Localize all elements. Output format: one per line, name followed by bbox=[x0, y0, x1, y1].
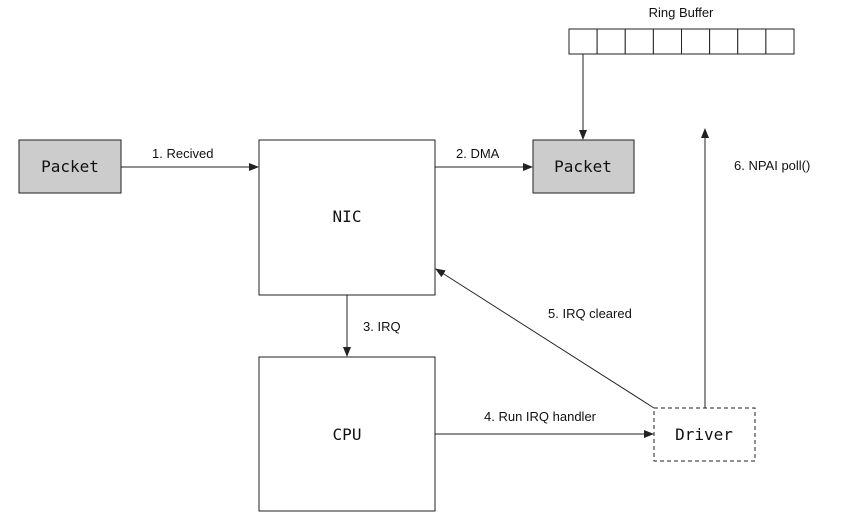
ring-buffer-slot bbox=[765, 28, 795, 55]
driver-label: Driver bbox=[675, 425, 733, 444]
ring-buffer-slot bbox=[681, 28, 711, 55]
ring-buffer-slot bbox=[737, 28, 767, 55]
edge-irq-cleared bbox=[435, 268, 655, 409]
edge-irq-label: 3. IRQ bbox=[363, 319, 401, 334]
edge-run-handler-label: 4. Run IRQ handler bbox=[484, 409, 597, 424]
ring-buffer-label: Ring Buffer bbox=[649, 5, 714, 20]
cpu-node: CPU bbox=[258, 356, 436, 512]
nic-box bbox=[258, 139, 436, 296]
ring-buffer: Ring Buffer bbox=[568, 5, 795, 55]
nic-node: NIC bbox=[258, 139, 436, 296]
packet-in-node: Packet bbox=[18, 139, 122, 194]
packet-out-box bbox=[532, 139, 635, 194]
edge-napi-poll-label: 6. NPAI poll() bbox=[734, 158, 810, 173]
driver-node: Driver bbox=[653, 407, 756, 462]
packet-out-label: Packet bbox=[554, 157, 612, 176]
edge-irq-cleared-label: 5. IRQ cleared bbox=[548, 306, 632, 321]
packet-in-box bbox=[18, 139, 122, 194]
edge-dma-label: 2. DMA bbox=[456, 146, 500, 161]
cpu-label: CPU bbox=[333, 425, 362, 444]
ring-buffer-slot bbox=[624, 28, 654, 55]
nic-label: NIC bbox=[333, 207, 362, 226]
packet-out-node: Packet bbox=[532, 139, 635, 194]
ring-buffer-slot bbox=[568, 28, 598, 55]
cpu-box bbox=[258, 356, 436, 512]
edge-received-label: 1. Recived bbox=[152, 146, 213, 161]
ring-buffer-slot bbox=[596, 28, 626, 55]
driver-box bbox=[653, 407, 756, 462]
ring-buffer-slot bbox=[709, 28, 739, 55]
packet-in-label: Packet bbox=[41, 157, 99, 176]
ring-buffer-slot bbox=[652, 28, 683, 55]
ring-buffer-cells bbox=[568, 28, 795, 55]
